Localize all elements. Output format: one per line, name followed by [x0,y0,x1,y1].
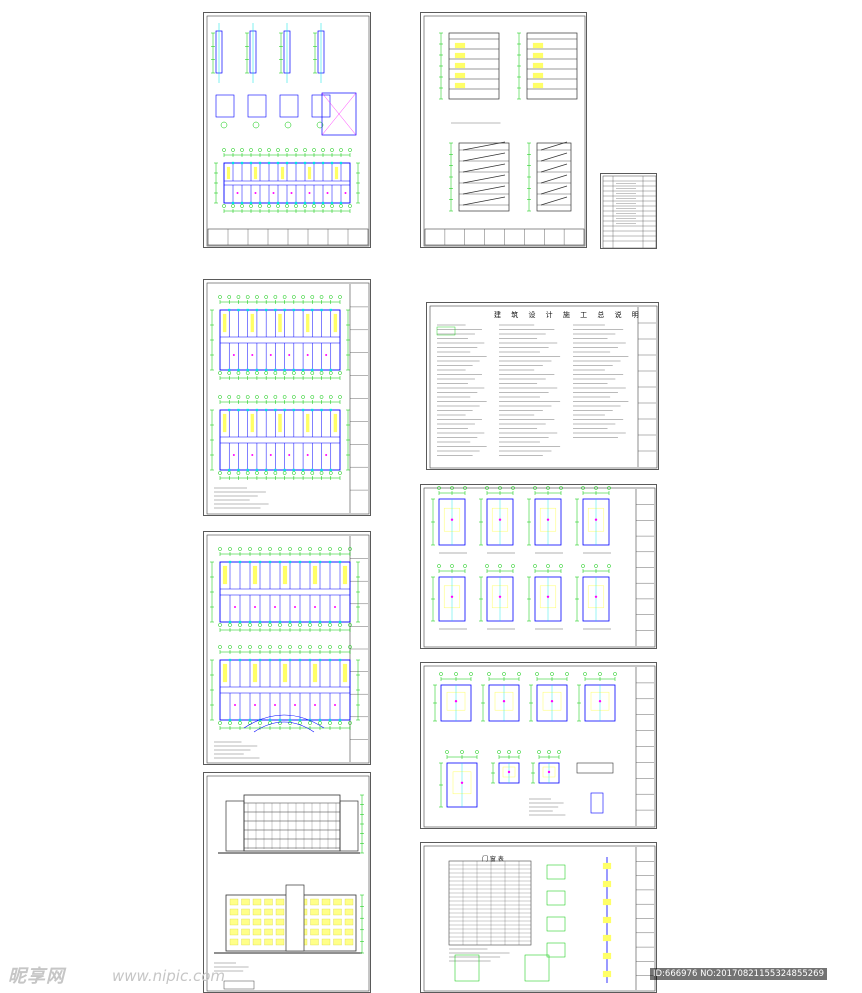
drawing-floor-plans-upper [206,282,370,515]
watermark-id: ID:666976 NO:20170821155324855269 [650,968,827,980]
sheet-toilet-details[interactable] [420,484,657,649]
drawing-details-plan [206,15,370,247]
sheet-details-plan[interactable] [203,12,371,248]
sheet-floor-plans-upper[interactable] [203,279,371,516]
drawing-elevations [206,775,370,992]
door-window-table-title: 门 窗 表 [482,856,504,863]
sheet-sections[interactable] [420,12,587,248]
drawing-general-notes [429,305,658,469]
sheet-general-notes[interactable] [426,302,659,470]
sheet-door-window-table[interactable] [420,842,657,993]
sheet-drawing-index[interactable] [600,173,657,249]
watermark-url: www.nipic.com [112,967,226,985]
drawing-index-table [602,175,656,248]
drawing-floor-plans-lower [206,534,370,764]
drawing-door-window-table [423,845,656,992]
drawing-stair-details [423,665,656,828]
watermark-logo: 昵享网 [8,966,65,987]
drawing-sections [423,15,586,247]
drawing-toilet-details [423,486,656,648]
sheet-stair-details[interactable] [420,662,657,829]
general-notes-title: 建 筑 设 计 施 工 总 说 明 [494,311,643,319]
sheet-floor-plans-lower[interactable] [203,531,371,765]
sheet-elevations[interactable] [203,772,371,993]
